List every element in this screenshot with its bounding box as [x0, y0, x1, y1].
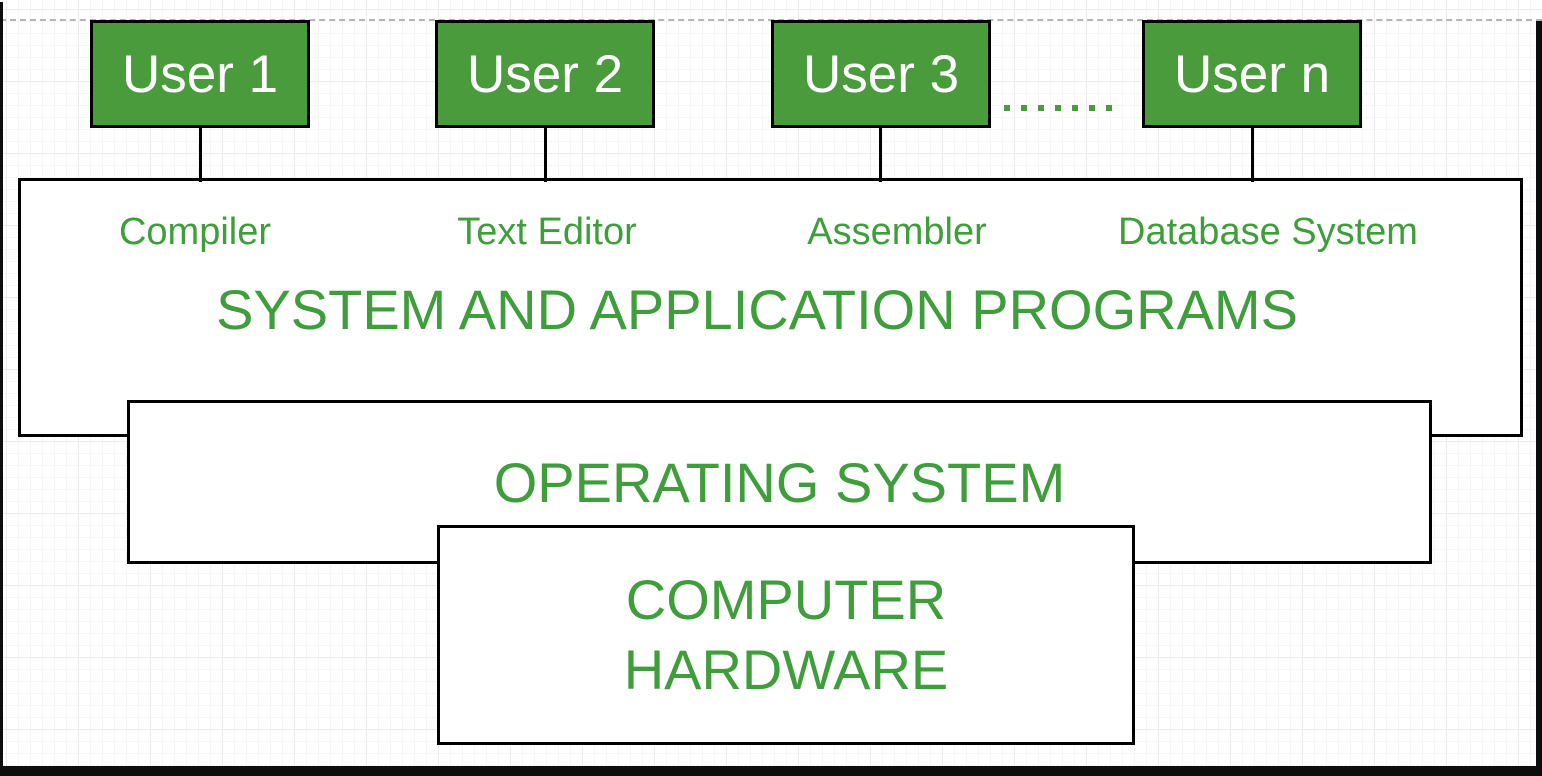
hardware-label-line-2: HARDWARE [623, 638, 949, 701]
connector-user-3 [879, 126, 882, 182]
operating-system-label: OPERATING SYSTEM [493, 450, 1066, 514]
connector-user-n [1251, 126, 1254, 182]
program-label-text-editor: Text Editor [457, 211, 637, 253]
system-programs-box [18, 178, 1523, 437]
program-label-compiler: Compiler [118, 211, 272, 253]
user-2-label: User 2 [466, 44, 624, 104]
user-box-n: User n [1142, 20, 1362, 128]
user-1-label: User 1 [121, 44, 279, 104]
user-box-1: User 1 [90, 20, 310, 128]
connector-user-1 [199, 126, 202, 182]
program-label-assembler: Assembler [807, 211, 987, 253]
user-n-label: User n [1173, 44, 1331, 104]
user-3-label: User 3 [802, 44, 960, 104]
ellipsis-dots [1004, 105, 1120, 111]
hardware-label-line-1: COMPUTER [625, 568, 947, 631]
user-box-2: User 2 [435, 20, 655, 128]
system-box-title: SYSTEM AND APPLICATION PROGRAMS [216, 278, 1298, 341]
computer-hardware-box: COMPUTER HARDWARE [437, 525, 1135, 745]
program-label-database-system: Database System [1118, 211, 1418, 253]
user-box-3: User 3 [771, 20, 991, 128]
screenshot-border-right [1536, 21, 1542, 776]
connector-user-2 [544, 126, 547, 182]
screenshot-border-bottom [0, 766, 1542, 776]
screenshot-border-left [0, 2, 3, 776]
